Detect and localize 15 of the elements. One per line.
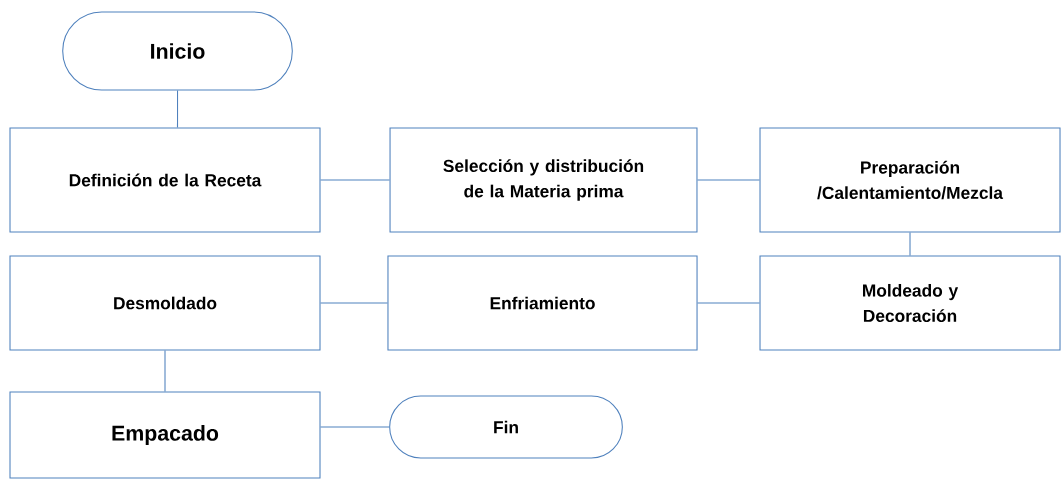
process-box: Preparación /Calentamiento/Mezcla <box>759 127 1061 233</box>
process-box: Selección y distribución de la Materia prima <box>389 127 698 233</box>
process-box: Definición de la Receta <box>9 127 321 233</box>
process-box: Enfriamiento <box>387 255 698 351</box>
process-box: Empacado <box>9 391 321 479</box>
process-box: Moldeado y Decoración <box>759 255 1061 351</box>
connector-line <box>909 232 911 256</box>
connector-line <box>696 179 760 181</box>
connector-line <box>320 179 391 181</box>
process-box: Desmoldado <box>9 255 321 351</box>
connector-line <box>320 302 388 304</box>
connector-line <box>164 350 166 392</box>
connector-line <box>176 90 179 128</box>
connector-line <box>697 302 760 304</box>
connector-line <box>320 426 390 428</box>
